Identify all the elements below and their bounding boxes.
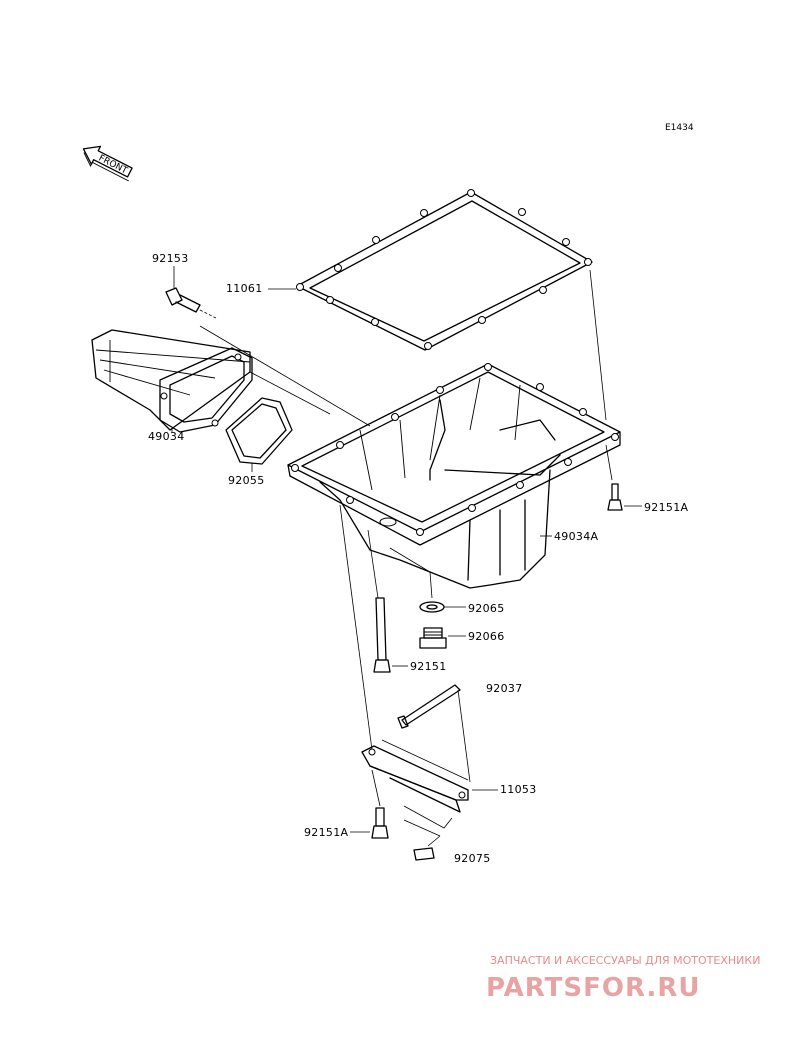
bolt-92151A-bottom [371, 807, 389, 839]
callout-92151: 92151 [410, 660, 447, 673]
callout-92151A-top: 92151A [644, 501, 688, 514]
callout-92065: 92065 [468, 602, 505, 615]
callout-49034: 49034 [148, 430, 185, 443]
oil-pan-bolt-holes [291, 363, 619, 536]
callout-92075: 92075 [454, 852, 491, 865]
callout-92055: 92055 [228, 474, 265, 487]
long-bolt-92151 [373, 597, 391, 673]
strainer-gasket-92055 [225, 397, 293, 465]
front-arrow-icon: FRONT [82, 145, 133, 182]
oil-pan [287, 363, 621, 589]
washer-92065 [419, 601, 445, 613]
watermark-logo: ЗАПЧАСТИ И АКСЕССУАРЫ ДЛЯ МОТОТЕХНИКИ PA… [486, 954, 760, 1003]
callout-11053: 11053 [500, 783, 537, 796]
callout-92153: 92153 [152, 252, 189, 265]
bracket-11053 [361, 739, 469, 813]
clip-92075 [413, 847, 435, 861]
diagram-code: E1434 [665, 123, 694, 133]
watermark-brand: PARTSFOR.RU [486, 973, 700, 1003]
callout-49034A: 49034A [554, 530, 598, 543]
callout-92151A-bottom: 92151A [304, 826, 348, 839]
oil-strainer [91, 329, 253, 433]
oil-pan-gasket [296, 189, 593, 351]
bolt-92151A-top [607, 483, 623, 511]
gasket-bolt-holes [296, 189, 592, 350]
callout-92037: 92037 [486, 682, 523, 695]
watermark-tagline: ЗАПЧАСТИ И АКСЕССУАРЫ ДЛЯ МОТОТЕХНИКИ [490, 954, 760, 967]
callout-11061: 11061 [226, 282, 263, 295]
bolt-92153 [165, 287, 201, 313]
callout-92066: 92066 [468, 630, 505, 643]
drain-plug-92066 [419, 627, 447, 649]
oil-pipe-92037 [397, 684, 461, 729]
